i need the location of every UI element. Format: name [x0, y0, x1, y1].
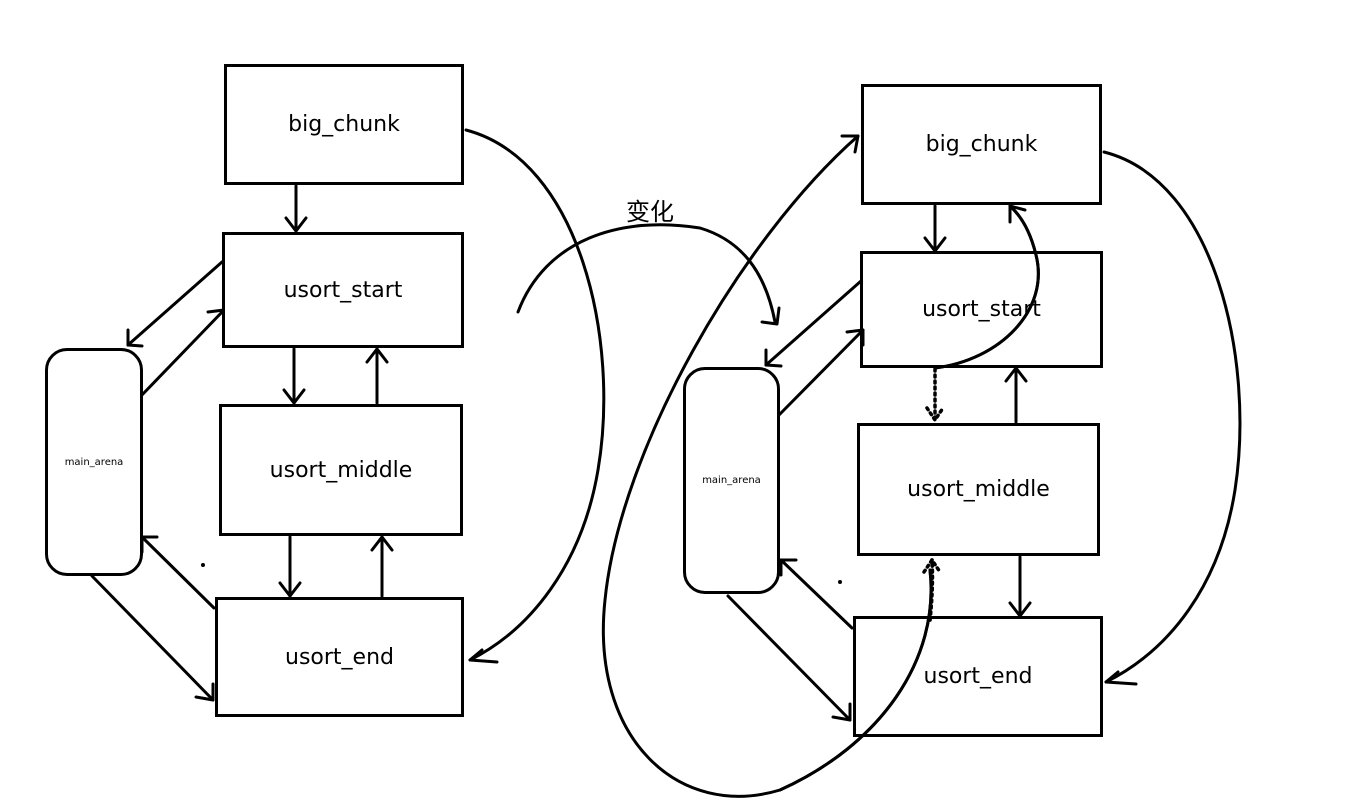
left-usort-middle-label: usort_middle — [269, 457, 413, 483]
left-big-chunk-label: big_chunk — [288, 112, 400, 137]
left-usort-end-label: usort_end — [285, 644, 394, 670]
right-usort-start-label: usort_start — [922, 297, 1041, 322]
right-arrow-end-to-arena — [779, 558, 854, 630]
right-arrow-bigchunk-to-start — [923, 204, 947, 253]
transform-caption: 变化 — [626, 198, 674, 226]
left-main-arena: main_arena — [45, 348, 143, 576]
left-arrow-middle-to-start — [365, 347, 389, 405]
left-arrow-middle-to-end — [278, 535, 302, 598]
right-usort-middle-box: usort_middle — [857, 423, 1100, 556]
left-dot — [201, 563, 205, 567]
right-arrow-start-to-middle-dotted — [925, 367, 945, 422]
right-arrow-arena-to-end — [726, 594, 852, 722]
left-arrow-start-to-arena — [126, 260, 224, 348]
right-arrow-middle-to-end — [1008, 555, 1032, 618]
right-arrow-end-to-middle-dotted — [922, 558, 942, 622]
left-arrow-bigchunk-to-start — [284, 184, 308, 233]
left-usort-start-label: usort_start — [283, 277, 403, 303]
right-main-arena: main_arena — [683, 367, 780, 594]
right-usort-start-box: usort_start — [860, 251, 1103, 368]
left-usort-end-box: usort_end — [215, 597, 464, 717]
transform-arrow — [516, 223, 781, 326]
left-usort-middle-box: usort_middle — [219, 404, 463, 536]
right-arrow-start-to-arena — [764, 279, 863, 368]
right-big-chunk-box: big_chunk — [861, 84, 1102, 205]
left-main-arena-label: main_arena — [64, 456, 124, 468]
right-big-chunk-label: big_chunk — [925, 132, 1038, 157]
right-usort-end-box: usort_end — [853, 616, 1103, 737]
right-arrow-arena-to-start — [776, 328, 865, 418]
right-dot — [838, 580, 842, 584]
left-arrow-arena-to-end — [90, 574, 215, 702]
left-arrow-end-to-arena — [140, 535, 216, 610]
right-main-arena-label: main_arena — [702, 475, 761, 486]
right-arrow-middle-to-start — [1004, 366, 1028, 424]
left-big-chunk-box: big_chunk — [224, 64, 464, 185]
left-usort-start-box: usort_start — [222, 232, 464, 348]
left-arrow-bigchunk-to-end — [464, 128, 606, 664]
right-arrow-bigchunk-to-end — [1102, 150, 1242, 686]
left-arrow-end-to-middle — [370, 535, 394, 598]
right-usort-end-label: usort_end — [923, 664, 1033, 689]
left-arrow-start-to-middle — [282, 347, 306, 405]
right-usort-middle-label: usort_middle — [907, 477, 1050, 502]
